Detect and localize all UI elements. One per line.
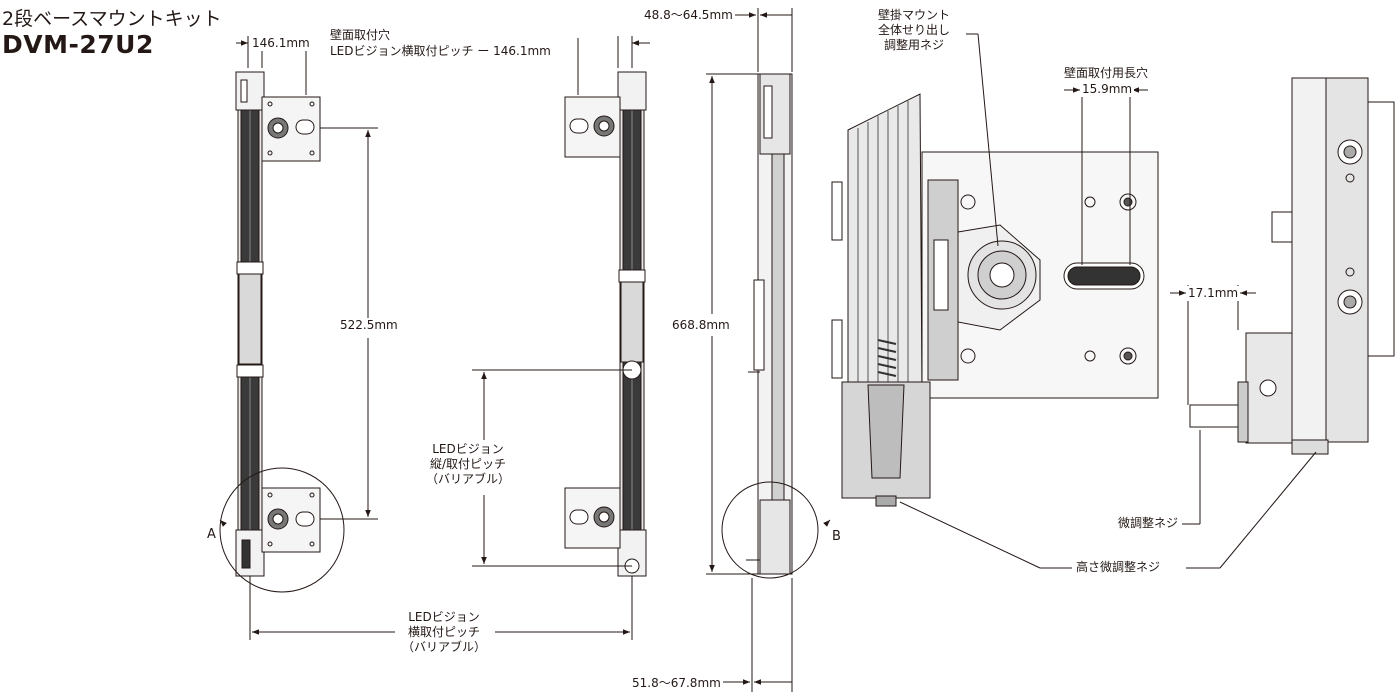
callout-b: B [832, 529, 841, 544]
profile-view [1189, 77, 1395, 455]
front-view-left [219, 71, 345, 593]
wall-hole-title: 壁面取付穴 [330, 28, 391, 42]
side-view [721, 73, 819, 579]
fine-adjust-screw-label: 微調整ネジ [1116, 516, 1181, 531]
horizontal-pitch-label: LEDビジョン 横取付ピッチ （バリアブル） [400, 610, 489, 655]
dim-slot-width: 15.9mm [1080, 82, 1135, 97]
vertical-pitch-label: LEDビジョン 縦/取付ピッチ （バリアブル） [424, 442, 513, 487]
dim-depth-bottom: 51.8～67.8mm [630, 676, 723, 691]
dim-hole-pitch-small: 146.1mm [250, 36, 312, 51]
slot-title: 壁面取付用長穴 [1064, 66, 1149, 80]
detail-view [831, 93, 1159, 507]
wall-mount-adjust-label: 壁掛マウント 全体せり出し 調整用ネジ [878, 8, 951, 52]
dim-height-522: 522.5mm [338, 318, 400, 333]
dim-offset-171: 17.1mm [1186, 286, 1241, 301]
callout-a: A [207, 527, 216, 542]
dimension-lines [219, 8, 1317, 692]
product-subtitle: 2段ベースマウントキット [2, 8, 222, 30]
dim-depth-top: 48.8～64.5mm [642, 8, 735, 23]
product-title: DVM-27U2 [2, 30, 154, 59]
dim-height-668: 668.8mm [670, 318, 732, 333]
front-view-right [564, 71, 647, 577]
height-fine-adjust-screw-label: 高さ微調整ネジ [1074, 560, 1163, 575]
wall-hole-pitch: LEDビジョン横取付ピッチ ー 146.1mm [328, 44, 553, 59]
